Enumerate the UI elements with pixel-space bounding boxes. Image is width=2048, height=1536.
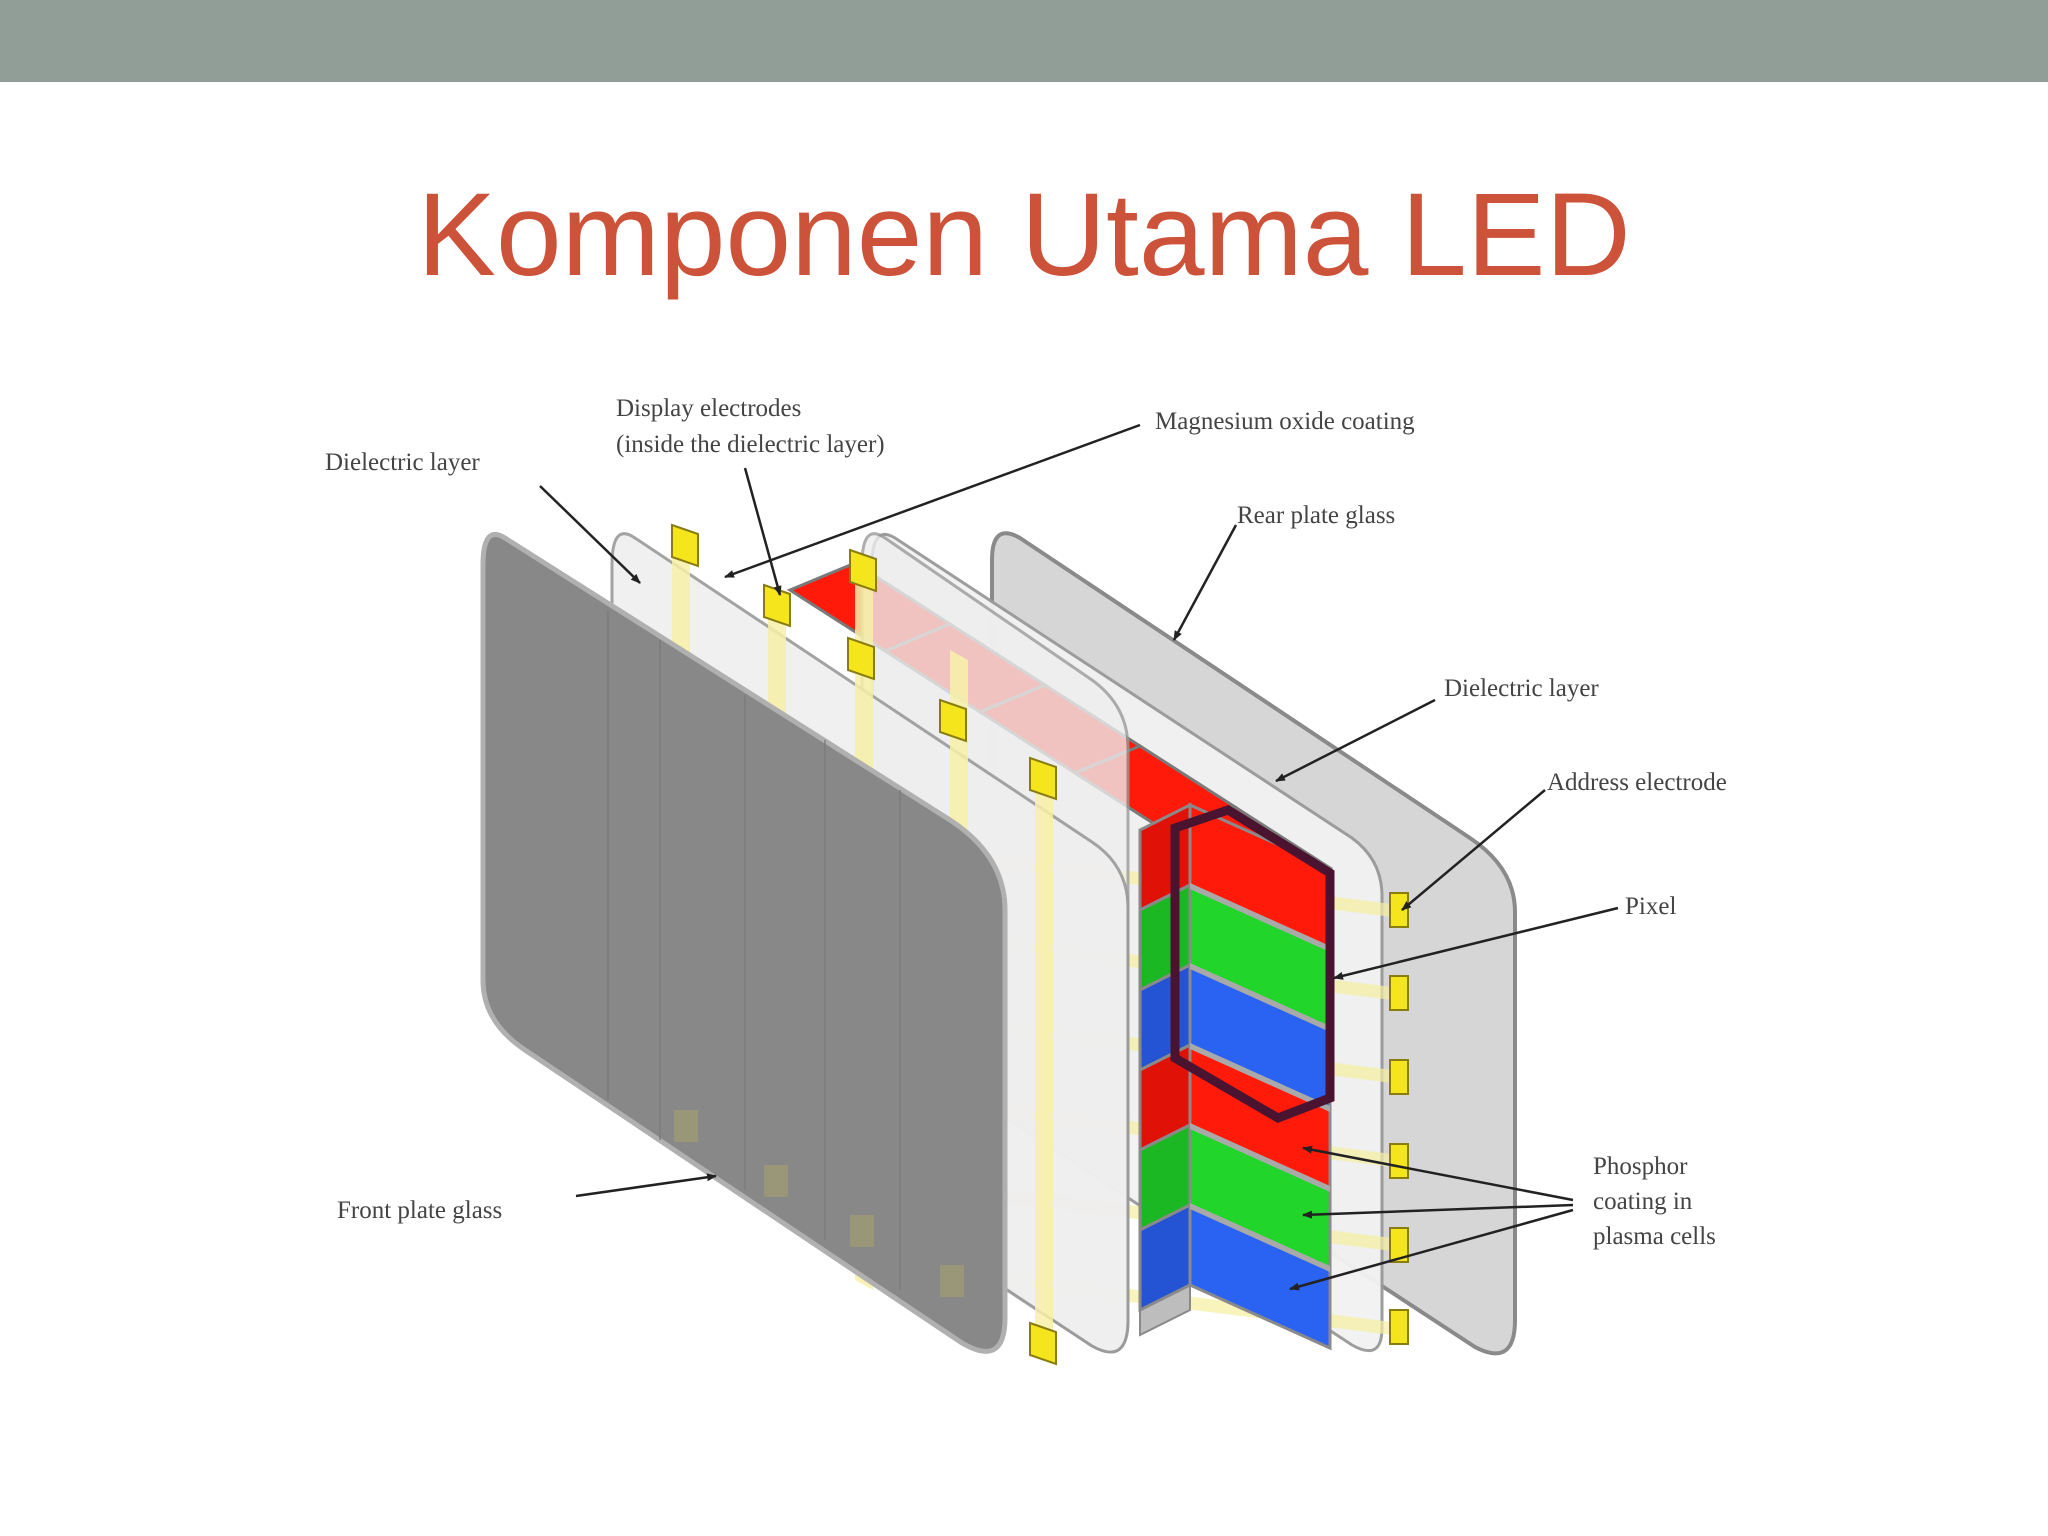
pixel-outline [1170, 805, 1335, 1123]
leader-front-plate-glass [575, 1173, 717, 1198]
top-bar [0, 0, 2048, 82]
diagram-labels: Dielectric layer Display electrodes (ins… [325, 395, 1727, 1250]
address-electrode-tabs [1389, 892, 1409, 1345]
leader-phosphor-2 [1302, 1203, 1574, 1219]
leader-pixel [1333, 906, 1619, 980]
cell-divider-ribs [1190, 883, 1330, 1272]
label-magnesium-oxide: Magnesium oxide coating [1155, 408, 1415, 435]
label-front-plate-glass: Front plate glass [337, 1197, 502, 1224]
label-pixel: Pixel [1625, 893, 1676, 920]
label-display-electrodes-line2: (inside the dielectric layer) [616, 431, 885, 458]
label-phosphor-line3: plasma cells [1593, 1223, 1716, 1250]
label-dielectric-front: Dielectric layer [325, 449, 480, 476]
cell-front-faces [1138, 802, 1332, 1351]
leader-display-electrodes [743, 467, 782, 596]
slide-title: Komponen Utama LED [417, 169, 1631, 301]
leader-dielectric-rear [1275, 698, 1436, 783]
label-phosphor-line2: coating in [1593, 1188, 1693, 1215]
front-plate-faint-tabs [674, 1110, 964, 1297]
label-dielectric-rear: Dielectric layer [1444, 675, 1599, 702]
leader-magnesium-oxide [724, 423, 1141, 579]
label-display-electrodes-line1: Display electrodes [616, 395, 801, 422]
label-address-electrode: Address electrode [1547, 769, 1727, 796]
label-rear-plate-glass: Rear plate glass [1237, 502, 1395, 529]
leader-rear-plate-glass [1172, 524, 1238, 641]
leader-address-electrode [1401, 789, 1546, 911]
leader-phosphor-1 [1302, 1145, 1574, 1202]
leader-dielectric-front [539, 485, 641, 584]
leader-phosphor-3 [1289, 1208, 1574, 1291]
front-plate-shading [607, 610, 901, 1290]
label-phosphor-line1: Phosphor [1593, 1153, 1688, 1180]
leader-lines [539, 423, 1619, 1291]
display-electrode-tabs [671, 523, 1057, 1366]
